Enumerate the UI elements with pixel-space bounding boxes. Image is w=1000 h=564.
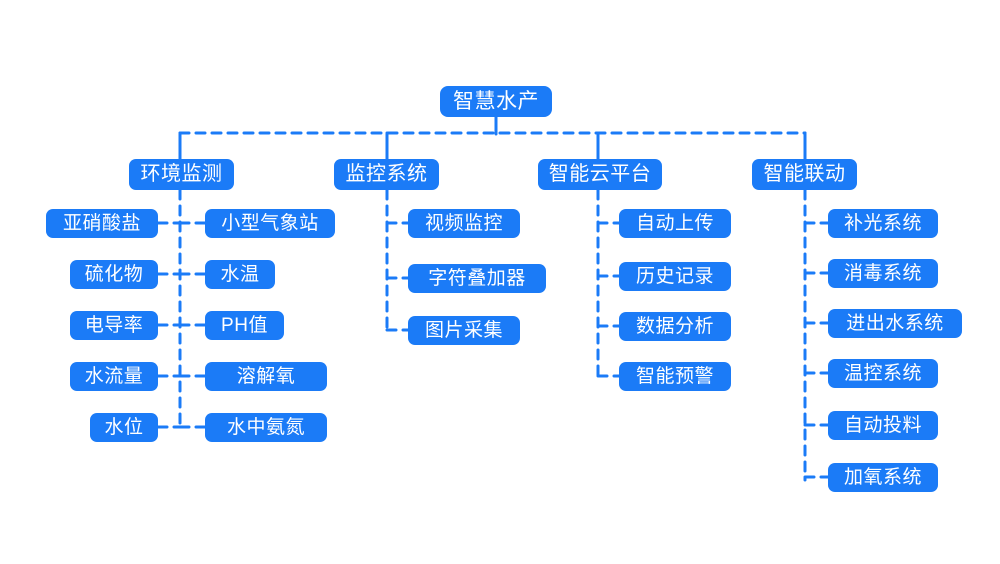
- category-node-environment[interactable]: 环境监测: [129, 159, 234, 190]
- leaf-node-linkage-1[interactable]: 消毒系统: [828, 259, 938, 288]
- leaf-node-surveillance-0[interactable]: 视频监控: [408, 209, 520, 238]
- leaf-node-surveillance-1[interactable]: 字符叠加器: [408, 264, 546, 293]
- category-node-surveillance[interactable]: 监控系统: [334, 159, 439, 190]
- leaf-node-environment-9[interactable]: 水中氨氮: [205, 413, 327, 442]
- root-node[interactable]: 智慧水产: [440, 86, 552, 117]
- leaf-node-linkage-3[interactable]: 温控系统: [828, 359, 938, 388]
- leaf-node-environment-8[interactable]: 水位: [90, 413, 158, 442]
- leaf-node-environment-1[interactable]: 小型气象站: [205, 209, 335, 238]
- leaf-node-environment-4[interactable]: 电导率: [70, 311, 158, 340]
- leaf-node-linkage-4[interactable]: 自动投料: [828, 411, 938, 440]
- category-node-cloud[interactable]: 智能云平台: [538, 159, 662, 190]
- leaf-node-cloud-0[interactable]: 自动上传: [619, 209, 731, 238]
- leaf-node-environment-6[interactable]: 水流量: [70, 362, 158, 391]
- leaf-node-cloud-1[interactable]: 历史记录: [619, 262, 731, 291]
- leaf-node-environment-2[interactable]: 硫化物: [70, 260, 158, 289]
- leaf-node-linkage-5[interactable]: 加氧系统: [828, 463, 938, 492]
- leaf-node-environment-0[interactable]: 亚硝酸盐: [46, 209, 158, 238]
- leaf-node-environment-7[interactable]: 溶解氧: [205, 362, 327, 391]
- leaf-node-cloud-2[interactable]: 数据分析: [619, 312, 731, 341]
- leaf-node-environment-5[interactable]: PH值: [205, 311, 284, 340]
- leaf-node-linkage-2[interactable]: 进出水系统: [828, 309, 962, 338]
- category-node-linkage[interactable]: 智能联动: [752, 159, 857, 190]
- leaf-node-surveillance-2[interactable]: 图片采集: [408, 316, 520, 345]
- leaf-node-linkage-0[interactable]: 补光系统: [828, 209, 938, 238]
- leaf-node-cloud-3[interactable]: 智能预警: [619, 362, 731, 391]
- leaf-node-environment-3[interactable]: 水温: [205, 260, 275, 289]
